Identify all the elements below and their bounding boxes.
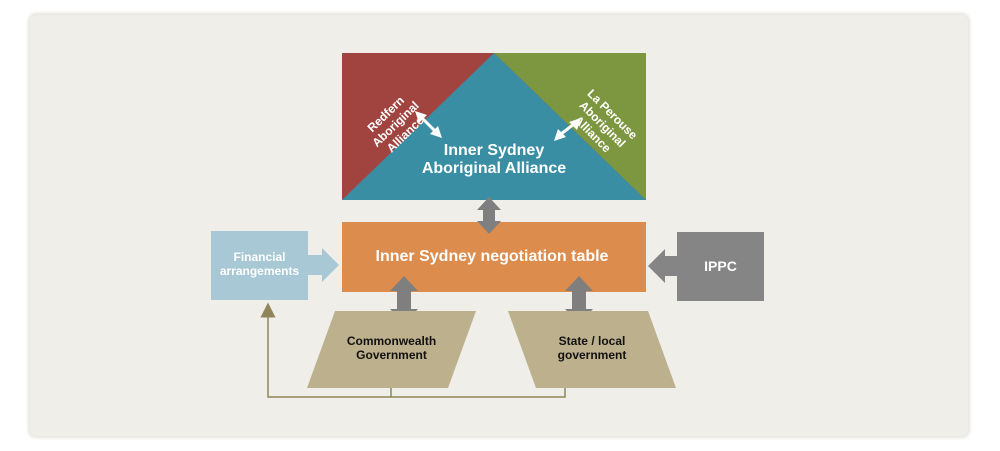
ippc-box — [677, 232, 764, 301]
ippc-to-table-arrow — [648, 249, 677, 283]
laperouse-link-arrow — [554, 118, 581, 141]
commonwealth-government-box — [307, 311, 476, 388]
negotiation-table-label: Inner Sydney negotiation table — [375, 248, 609, 265]
state-local-government-label: State / local government — [557, 334, 627, 362]
financial-to-table-arrow — [308, 248, 339, 282]
commonwealth-government-label: Commonwealth Government — [346, 334, 437, 362]
negotiation-table-box — [342, 222, 646, 292]
state-local-government-box — [508, 311, 676, 388]
inner-sydney-alliance-label: Inner Sydney Aboriginal Alliance — [421, 142, 567, 178]
inner-sydney-triangle — [342, 53, 646, 200]
state-feedback-line — [391, 388, 566, 398]
financial-arrangements-box — [211, 231, 308, 300]
alliance-table-arrow — [477, 197, 501, 234]
financial-arrangements-label: Financial arrangements — [219, 250, 300, 278]
ippc-label: IPPC — [704, 258, 737, 274]
redfern-link-arrow — [415, 111, 442, 138]
funding-feedback-line — [260, 302, 392, 398]
